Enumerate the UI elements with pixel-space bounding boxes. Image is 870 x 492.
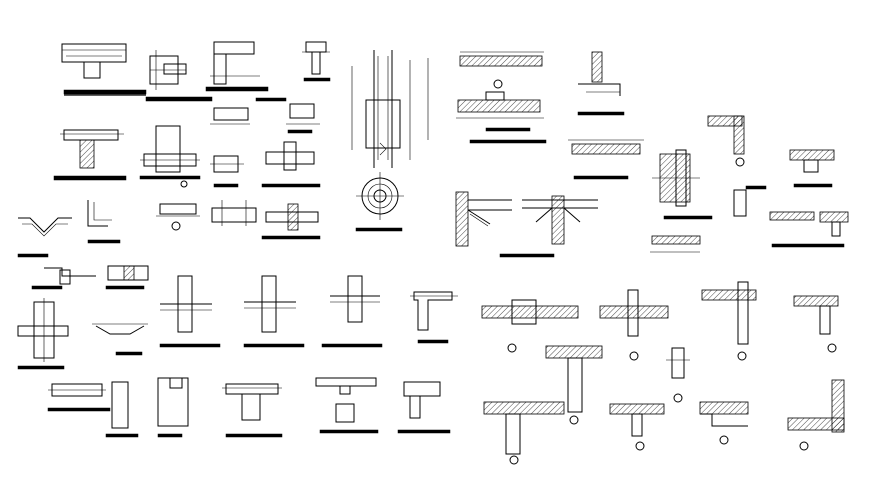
column-bottom-a xyxy=(105,381,139,438)
column-joint-lower-d xyxy=(410,291,458,344)
wall-column-r1 xyxy=(599,289,669,361)
slab-joint-r1 xyxy=(568,139,644,180)
angle-bracket-left xyxy=(87,200,121,244)
beam-end-r3 xyxy=(666,347,690,403)
step-r3 xyxy=(699,401,749,445)
column-plate-section xyxy=(139,125,201,188)
beam-slab-lower-left xyxy=(47,383,111,412)
wall-column-section xyxy=(261,141,321,188)
small-tee-joint xyxy=(302,41,331,82)
rebar-hook-detail xyxy=(261,203,321,240)
beam-slab-small xyxy=(286,103,320,134)
slab-section-top-a xyxy=(459,51,544,89)
tee-joint-center xyxy=(222,383,283,438)
l-wall-r3 xyxy=(769,211,849,248)
wall-end-detail xyxy=(53,129,127,181)
column-joint-lower-a xyxy=(159,275,221,348)
slab-step-left xyxy=(31,267,96,290)
wall-joint-lower-left xyxy=(17,298,69,370)
wall-corner-right xyxy=(650,149,713,253)
slab-section-top-b xyxy=(456,91,547,144)
wall-slab-r1 xyxy=(701,281,757,361)
beam-slab-mid-small xyxy=(211,200,257,226)
beam-end-small xyxy=(210,155,244,188)
slab-column-r1 xyxy=(481,299,579,353)
column-rebar-elevation xyxy=(351,50,429,168)
slab-small-r3 xyxy=(789,149,835,188)
beam-column-c xyxy=(205,41,269,92)
haunch-bracket-right xyxy=(499,195,598,258)
haunch-bracket-left xyxy=(455,191,512,247)
beam-slab-mid xyxy=(210,97,287,125)
slab-wall-r3 xyxy=(483,401,665,465)
slab-opening-bottom-b xyxy=(397,381,451,434)
circular-column-section xyxy=(355,172,404,232)
dimension-strip xyxy=(156,203,200,231)
slab-opening-bottom-a xyxy=(315,377,379,434)
step-section-right xyxy=(707,115,767,217)
column-small-r2 xyxy=(545,345,603,425)
corner-bottom xyxy=(787,379,845,451)
slab-opening-left xyxy=(17,217,72,258)
small-beam-detail xyxy=(92,323,148,356)
wall-corner-top xyxy=(577,51,625,116)
beam-bearing-b xyxy=(145,50,213,102)
column-bottom-b xyxy=(157,377,189,438)
beam-wide-flange xyxy=(105,265,149,290)
beam-column-r2 xyxy=(793,295,839,353)
beam-column-joint-a xyxy=(61,43,147,96)
column-joint-lower-b xyxy=(243,275,305,348)
column-joint-lower-c xyxy=(321,275,383,348)
